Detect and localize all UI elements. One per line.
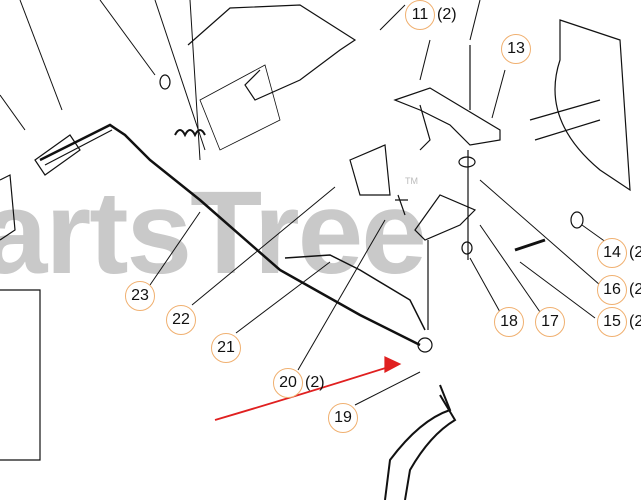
rod-23 xyxy=(39,123,421,347)
callout-19: 19 xyxy=(328,403,360,433)
callout-15: 15(2 xyxy=(597,307,641,337)
callout-18: 18 xyxy=(494,307,526,337)
callout-11: 11(2) xyxy=(405,0,457,30)
cable-19 xyxy=(384,384,452,500)
bracket-13 xyxy=(393,87,501,146)
spring xyxy=(174,129,206,138)
callout-14: 14(2 xyxy=(597,238,641,268)
rod-21 xyxy=(284,254,426,331)
watermark: PartsTree xyxy=(0,167,427,299)
callout-13: 13 xyxy=(501,34,533,64)
pulley xyxy=(554,19,631,192)
watermark-tm: TM xyxy=(405,176,418,186)
callout-21: 21 xyxy=(211,333,243,363)
callout-16: 16(2 xyxy=(597,275,641,305)
plate-17 xyxy=(414,194,477,241)
red-annotation-arrow xyxy=(214,364,396,421)
bracket-top xyxy=(187,4,357,101)
callout-17: 17 xyxy=(535,307,567,337)
bracket-22 xyxy=(349,144,391,196)
callout-22: 22 xyxy=(166,305,198,335)
callout-20: 20(2) xyxy=(273,368,325,398)
callout-23: 23 xyxy=(125,281,157,311)
